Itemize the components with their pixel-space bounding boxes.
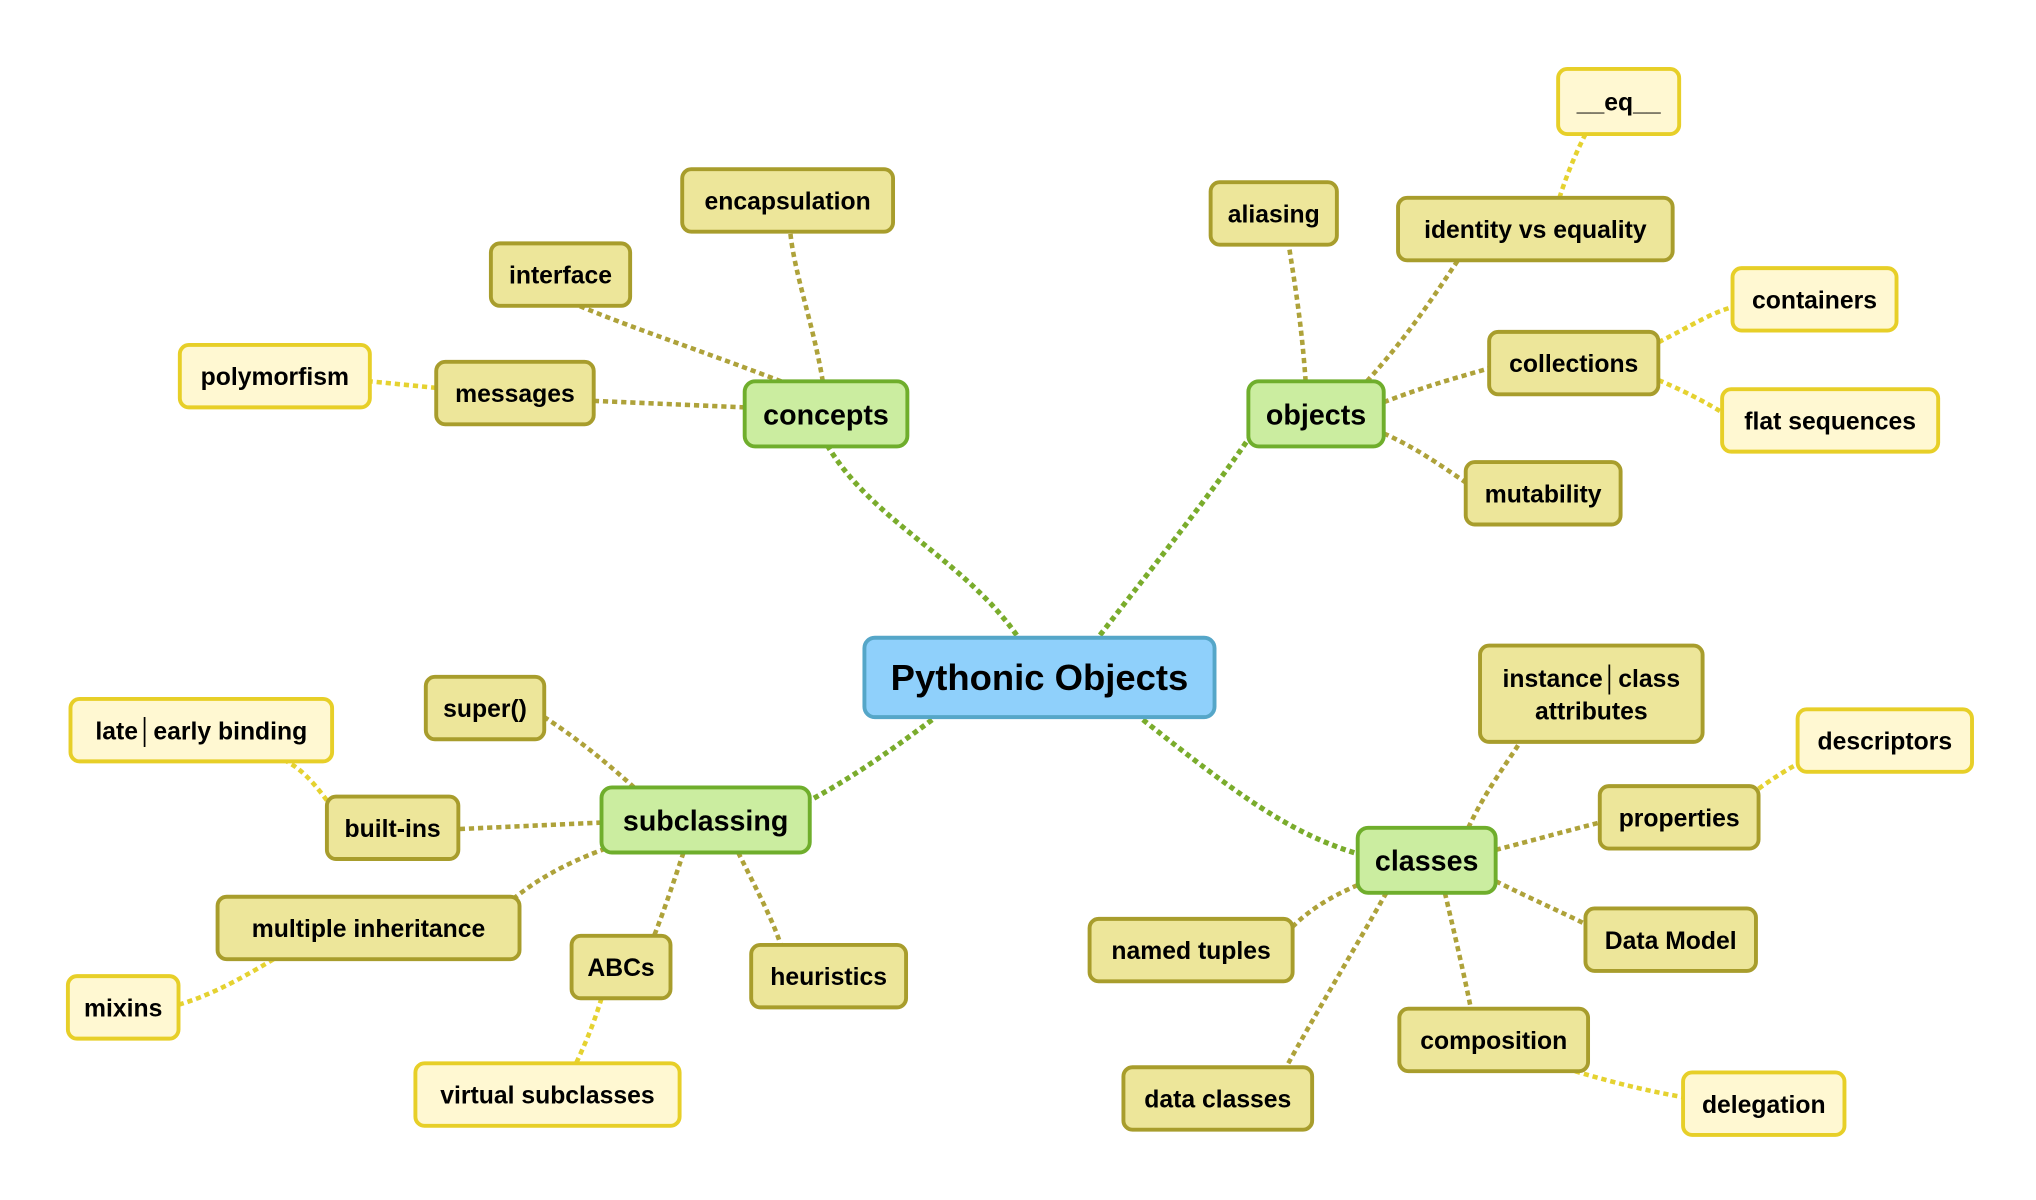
node-identity-vs-equality[interactable]: identity vs equality [1396,195,1675,263]
connector-line [1657,304,1734,345]
node-label: multiple inheritance [252,916,486,943]
node-label: polymorfism [201,364,349,391]
connector-line [787,231,826,382]
node-label: encapsulation [705,189,871,216]
node-label: interface [509,263,612,290]
node-label: ABCs [587,955,654,982]
node-label: identity vs equality [1424,217,1647,244]
branch-label: concepts [763,399,889,431]
node-data-model[interactable]: Data Model [1583,906,1758,973]
node-label: named tuples [1111,938,1270,965]
connector-line [1382,431,1470,487]
node-encapsulation[interactable]: encapsulation [680,167,896,234]
node-collections[interactable]: collections [1487,329,1661,397]
node-virtual-subclasses[interactable]: virtual subclasses [413,1061,682,1128]
connector-line [1757,760,1802,791]
connector-lines [177,133,1802,1100]
node-label: mixins [84,995,162,1022]
connector-line [825,445,1019,637]
connector-line [1495,820,1601,853]
node-super[interactable]: super() [423,674,547,742]
connector-line [1382,366,1490,405]
node-label: collections [1509,351,1638,378]
connector-line [1284,891,1389,1069]
root-label: Pythonic Objects [891,657,1189,698]
node-label: descriptors [1817,729,1952,756]
connector-line [1286,244,1308,382]
node-aliasing[interactable]: aliasing [1208,180,1339,247]
connector-line [1574,1068,1684,1100]
connector-line [593,398,745,410]
node-descriptors[interactable]: descriptors [1795,707,1974,774]
connector-line [573,997,604,1066]
node-delegation[interactable]: delegation [1681,1070,1847,1137]
node-label: late│early binding [95,716,307,747]
node-label: messages [455,381,575,408]
node-multiple-inheritance[interactable]: multiple inheritance [215,894,522,962]
connector-line [1365,259,1460,383]
branch-node-objects[interactable]: objects [1246,379,1386,449]
connector-line [1442,892,1474,1010]
node-mutability[interactable]: mutability [1463,460,1623,527]
connector-line [1494,879,1587,927]
connector-line [578,303,782,384]
connector-line [736,851,784,947]
node-properties[interactable]: properties [1597,784,1761,851]
node-mixins[interactable]: mixins [65,974,181,1041]
connector-line [651,851,686,938]
node-label: properties [1619,805,1740,832]
branch-label: objects [1266,399,1366,431]
node-label: delegation [1702,1092,1826,1119]
node-built-ins[interactable]: built-ins [324,794,461,861]
connector-line [1657,377,1726,416]
node-eq[interactable]: __eq__ [1556,67,1682,137]
branch-node-concepts[interactable]: concepts [742,379,910,449]
node-label: built-ins [345,816,441,843]
connector-line [808,717,934,803]
node-instance-class-attributes[interactable]: instance│class attributes [1478,643,1705,744]
node-messages[interactable]: messages [434,359,596,427]
node-data-classes[interactable]: data classes [1121,1065,1315,1132]
node-polymorfism[interactable]: polymorfism [177,342,372,410]
connector-line [285,759,329,802]
connector-line [369,379,437,391]
node-label: containers [1752,287,1877,314]
node-late-early-binding[interactable]: late│early binding [68,696,335,764]
node-label: virtual subclasses [440,1083,654,1110]
node-interface[interactable]: interface [488,241,633,308]
node-composition[interactable]: composition [1397,1006,1591,1074]
branch-label: subclassing [623,805,788,837]
connector-line [1097,431,1255,637]
node-label: Data Model [1605,928,1737,955]
connector-line [1557,133,1588,199]
node-named-tuples[interactable]: named tuples [1087,916,1295,984]
node-flat-sequences[interactable]: flat sequences [1720,387,1941,454]
branch-label: classes [1375,846,1478,878]
connector-line [543,715,636,790]
connector-line [458,820,602,832]
node-label: heuristics [770,964,887,991]
node-label: flat sequences [1744,409,1916,436]
connector-line [512,846,607,900]
node-label: super() [443,696,527,723]
node-abcs[interactable]: ABCs [569,933,673,1001]
node-containers[interactable]: containers [1730,266,1899,333]
root-node[interactable]: Pythonic Objects [862,635,1217,720]
connector-line [177,957,275,1007]
node-heuristics[interactable]: heuristics [749,942,909,1010]
connector-line [1291,882,1359,929]
node-label: aliasing [1228,202,1320,229]
node-label: data classes [1144,1087,1291,1114]
branch-node-classes[interactable]: classes [1355,825,1498,895]
node-label: attributes [1535,699,1648,726]
node-label: mutability [1485,481,1602,508]
connector-line [1141,717,1359,857]
connector-line [1466,740,1523,829]
branch-node-subclassing[interactable]: subclassing [599,785,812,855]
node-label: composition [1420,1028,1567,1055]
node-label: instance│class [1503,664,1681,695]
node-label: __eq__ [1576,90,1661,117]
